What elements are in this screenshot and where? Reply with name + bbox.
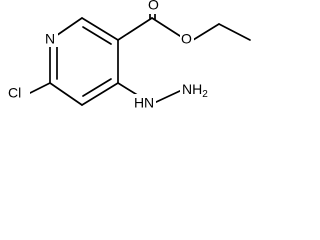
hydrazine-nh2-main: NH: [182, 81, 202, 97]
bond-ethyl-chain: [218, 23, 251, 41]
atom-carbonyl-o-background: [146, 0, 160, 14]
ring-nitrogen-label: N: [45, 31, 55, 47]
bond-c6-c1: [49, 82, 83, 106]
bond-group: [27, 8, 251, 106]
carbonyl-oxygen-label: O: [148, 0, 159, 13]
bond-ring-to-carbonyl: [117, 17, 153, 41]
bond-ring-to-hydrazine: [117, 82, 140, 97]
structure-canvas: N Cl O O H N NH2: [8, 0, 251, 112]
bond-hydrazine-n-n: [153, 89, 183, 104]
atom-label-group: N Cl O O H N NH2: [8, 0, 216, 112]
atom-hn-background: [132, 94, 156, 112]
bond-ring-to-chlorine: [27, 82, 51, 95]
atom-cl-background: [8, 85, 30, 103]
bond-double-c5-c6: [82, 78, 112, 97]
bond-c3-c4: [81, 17, 119, 41]
bond-carbonyl-to-ether-o: [151, 17, 181, 37]
chemical-structure-diagram: N Cl O O H N NH2: [8, 0, 251, 112]
bond-double-c3-c4: [82, 26, 112, 45]
ether-oxygen-label: O: [181, 31, 192, 47]
bond-c5-c6: [81, 82, 119, 106]
bond-ether-o-to-ethyl: [192, 23, 220, 41]
atom-ether-o-background: [180, 31, 194, 47]
hydrazine-nh2-subscript: 2: [202, 89, 208, 100]
chlorine-label: Cl: [8, 85, 21, 101]
hydrazine-nh2-label: NH2: [182, 81, 208, 100]
hydrazine-h-label: H: [134, 95, 144, 111]
atom-nh2-background: [180, 80, 216, 100]
atom-n-background: [42, 31, 58, 47]
hydrazine-n-label: N: [144, 95, 154, 111]
